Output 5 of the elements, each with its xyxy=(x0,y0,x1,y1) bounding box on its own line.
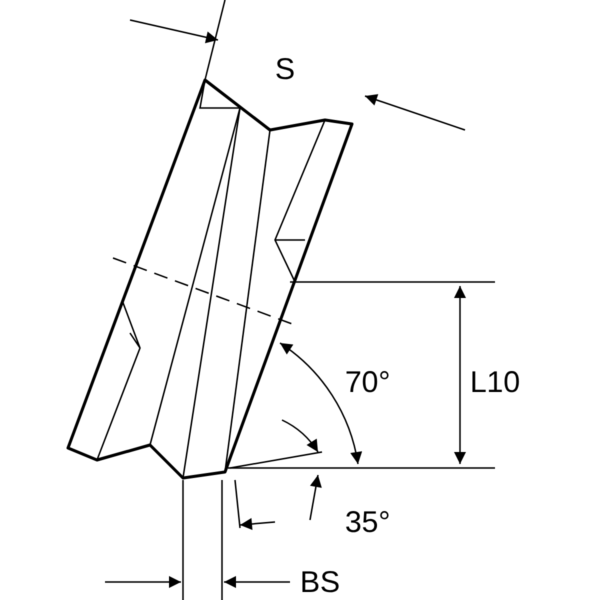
dimension-label: S xyxy=(275,55,296,85)
dimension-label: 70° xyxy=(345,368,390,398)
dimension-label: 35° xyxy=(345,508,390,538)
dimension-label: BS xyxy=(300,568,340,598)
dimension-label: L10 xyxy=(470,368,520,398)
